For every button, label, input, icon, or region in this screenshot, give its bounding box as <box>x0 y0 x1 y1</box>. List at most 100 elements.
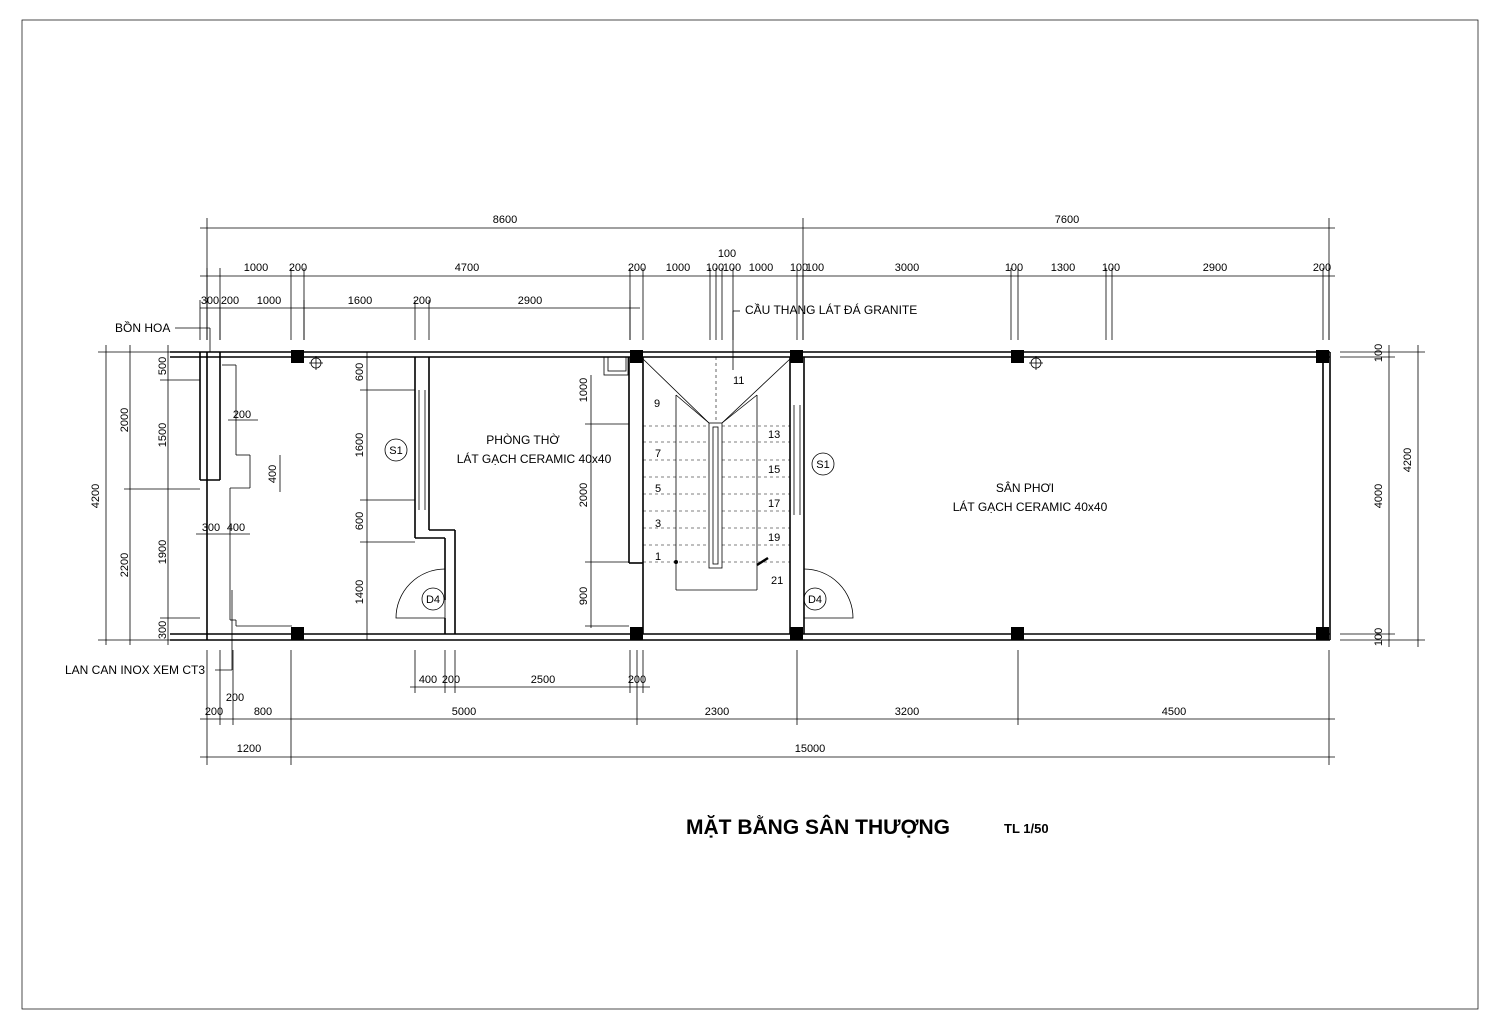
dim-top-row3: 300 <box>201 295 219 307</box>
drawing-scale: TL 1/50 <box>1004 821 1049 836</box>
inner-left-dimensions: 600 1600 600 1400 <box>354 352 415 640</box>
dim-bottom-row2: 200 <box>205 706 223 718</box>
dim-top-row2: 4700 <box>455 262 479 274</box>
stair-step: 3 <box>655 518 661 530</box>
window-tag-s1: S1 <box>816 459 829 471</box>
dim-top-row3: 1000 <box>257 295 281 307</box>
door-tag-d4: D4 <box>808 594 822 606</box>
dim-bottom-row1: 2500 <box>531 674 555 686</box>
stair-step: 19 <box>768 532 780 544</box>
dim-right-top: 100 <box>1373 344 1385 362</box>
door-left: D4 <box>395 568 446 619</box>
walls <box>170 351 1331 641</box>
railing-annotation: LAN CAN INOX XEM CT3 <box>65 663 205 677</box>
dim-bottom-row2: 800 <box>254 706 272 718</box>
room-floor-drying-yard: LÁT GẠCH CERAMIC 40x40 <box>953 499 1108 514</box>
dim-bottom-row1: 400 <box>419 674 437 686</box>
dim-inner-left: 600 <box>354 363 366 381</box>
dim-right-inner: 4000 <box>1373 484 1385 508</box>
dim-inner-left: 1400 <box>354 580 366 604</box>
dim-top-overall-right: 7600 <box>1055 214 1079 226</box>
stair-step: 7 <box>655 448 661 460</box>
dim-top-row2: 100 <box>1005 262 1023 274</box>
dim-bottom-row2: 2300 <box>705 706 729 718</box>
door-tag-d4: D4 <box>426 594 440 606</box>
dim-left-mid: 2200 <box>119 553 131 577</box>
dim-top-row2: 100 <box>1102 262 1120 274</box>
dim-left-bay: 200 <box>233 409 251 421</box>
dim-top-row2: 1000 <box>244 262 268 274</box>
dim-left-bay-bottom: 400 <box>227 522 245 534</box>
door-right: D4 <box>803 568 854 619</box>
flower-box-annotation: BỒN HOA <box>115 320 170 335</box>
right-dimensions: 100 4000 100 4200 <box>1340 344 1425 647</box>
dim-left-bay: 400 <box>267 465 279 483</box>
dim-top-row2: 3000 <box>895 262 919 274</box>
dim-top-overall-left: 8600 <box>493 214 517 226</box>
stair-step: 13 <box>768 429 780 441</box>
dim-top-row2: 100 <box>706 262 724 274</box>
dim-bottom-row3: 1200 <box>237 743 261 755</box>
room-name-altar: PHÒNG THỜ <box>486 432 560 447</box>
sheet-border <box>21 19 1479 1010</box>
stair-step: 9 <box>654 398 660 410</box>
dim-left-inner: 1500 <box>157 423 169 447</box>
left-dimensions: 4200 2000 2200 500 1500 1900 300 200 400… <box>90 345 281 645</box>
dim-top-row2: 100 <box>790 262 808 274</box>
window-tag-s1: S1 <box>389 445 402 457</box>
dim-left-bay-bottom: 300 <box>202 522 220 534</box>
stair-step: 5 <box>655 483 661 495</box>
dim-right-outer: 4200 <box>1402 448 1414 472</box>
dim-right-bottom: 100 <box>1373 628 1385 646</box>
bottom-dimensions: 400 200 2500 200 200 200 800 5000 2300 3… <box>200 650 1335 765</box>
dim-top-row3: 1600 <box>348 295 372 307</box>
dim-inner-left: 600 <box>354 512 366 530</box>
floor-drain-icon <box>309 356 1043 370</box>
dim-top-row2: 1000 <box>666 262 690 274</box>
columns <box>291 350 1329 640</box>
dim-left-outer: 4200 <box>90 484 102 508</box>
dim-left-inner: 300 <box>157 621 169 639</box>
dim-bottom-extra: 200 <box>226 692 244 704</box>
dim-top-row2: 100 <box>723 262 741 274</box>
stair-step: 11 <box>733 375 744 387</box>
dim-bottom-row2: 5000 <box>452 706 476 718</box>
dim-top-row3: 2900 <box>518 295 542 307</box>
room-floor-altar: LÁT GẠCH CERAMIC 40x40 <box>457 451 612 466</box>
dim-top-row2: 200 <box>289 262 307 274</box>
dim-left-inner: 500 <box>157 357 169 375</box>
room-name-drying-yard: SÂN PHƠI <box>996 480 1054 495</box>
dim-inner-left: 1600 <box>354 433 366 457</box>
stair-annotation: CẦU THANG LÁT ĐÁ GRANITE <box>745 302 917 317</box>
dim-left-mid: 2000 <box>119 408 131 432</box>
dim-top-row3: 200 <box>413 295 431 307</box>
dim-bottom-row3: 15000 <box>795 743 826 755</box>
dim-bottom-row1: 200 <box>442 674 460 686</box>
dim-stair-left: 2000 <box>578 483 590 507</box>
dim-top-row2: 2900 <box>1203 262 1227 274</box>
dim-top-row2: 200 <box>628 262 646 274</box>
stair-step: 17 <box>768 498 780 510</box>
stair-step: 21 <box>771 575 783 587</box>
staircase <box>642 357 791 591</box>
stair-step: 15 <box>768 464 780 476</box>
dim-bottom-row2: 4500 <box>1162 706 1186 718</box>
dim-stair-left: 900 <box>578 587 590 605</box>
stair-step: 1 <box>655 551 661 563</box>
dim-top-row3: 200 <box>221 295 239 307</box>
dim-top-stair-gap: 100 <box>718 248 736 260</box>
dim-top-row2: 200 <box>1313 262 1331 274</box>
dim-left-inner: 1900 <box>157 540 169 564</box>
dim-top-row2: 1300 <box>1051 262 1075 274</box>
stair-left-dimensions: 1000 2000 900 <box>578 375 629 628</box>
dim-top-row2: 100 <box>806 262 824 274</box>
dim-top-row2: 1000 <box>749 262 773 274</box>
stair-step-numbers: 1 3 5 7 9 11 13 15 17 19 21 <box>654 375 783 587</box>
drawing-title: MẶT BẰNG SÂN THƯỢNG <box>686 815 950 839</box>
top-dimensions: 8600 7600 100 1000 200 4700 200 1000 100… <box>199 214 1335 340</box>
dim-bottom-row1: 200 <box>628 674 646 686</box>
dim-bottom-row2: 3200 <box>895 706 919 718</box>
window-tags: S1 S1 <box>384 438 835 476</box>
dim-stair-left: 1000 <box>578 378 590 402</box>
